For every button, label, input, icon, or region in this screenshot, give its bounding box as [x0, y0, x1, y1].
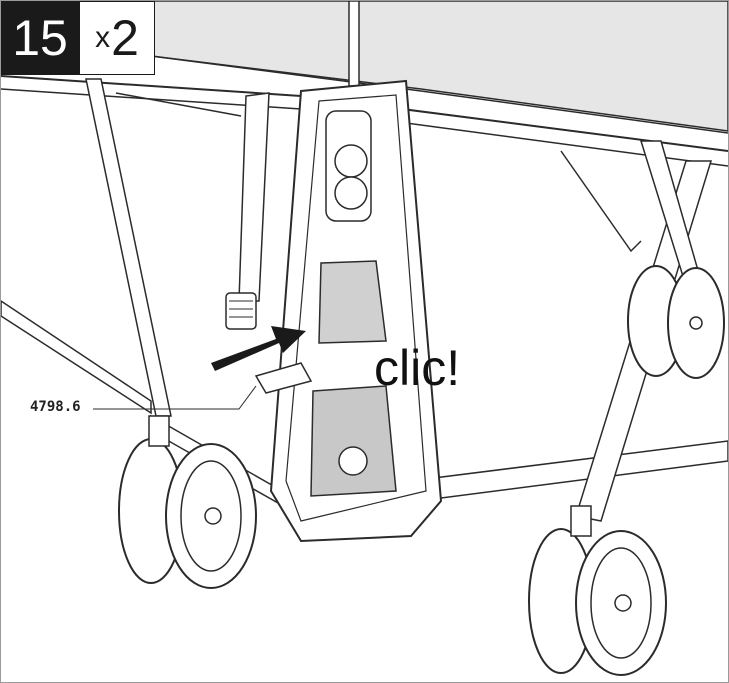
quantity-prefix: x	[95, 21, 111, 54]
clip-part	[254, 362, 313, 394]
step-number: 15	[1, 1, 79, 75]
part-leader-line	[93, 385, 257, 410]
center-pole	[348, 1, 360, 87]
table-top-surface	[150, 1, 728, 132]
ball-top-1	[334, 144, 368, 178]
clic-callout: clic!	[374, 340, 461, 396]
part-reference-code: 4798.6	[30, 399, 81, 415]
quantity-value: 2	[111, 10, 139, 66]
right-wheel-pair	[528, 528, 667, 676]
bar-foot-cap	[225, 292, 257, 330]
mesh-pocket-middle	[318, 260, 387, 344]
push-direction-arrow	[211, 326, 306, 371]
left-leg-rear	[1, 300, 152, 415]
mesh-pocket-lower	[310, 385, 397, 497]
right-wheel-bracket	[570, 505, 592, 537]
ball-top-2	[334, 176, 368, 210]
left-wheel-bracket	[148, 415, 170, 447]
rear-wheel-pair	[627, 265, 725, 379]
left-support-bar	[238, 92, 270, 302]
left-leg-front	[85, 78, 172, 417]
left-wheel-pair	[118, 438, 257, 589]
ball-lower	[338, 446, 368, 476]
